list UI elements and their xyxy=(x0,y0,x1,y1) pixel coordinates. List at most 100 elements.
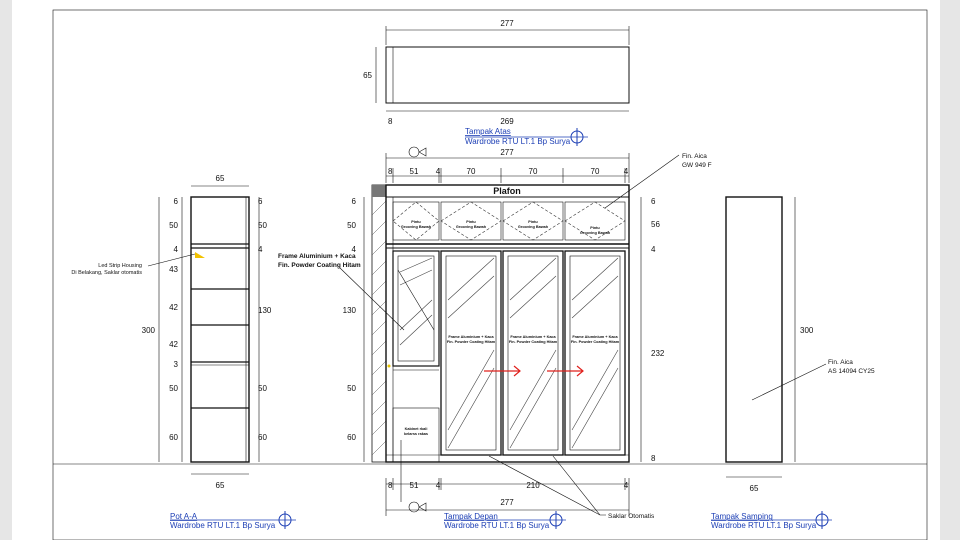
svg-text:70: 70 xyxy=(467,167,476,176)
callout-side-1: Fin. Aica xyxy=(828,359,853,366)
svg-text:130: 130 xyxy=(343,306,357,315)
dim-section-height: 300 xyxy=(142,326,156,335)
side-title: Tampak Samping xyxy=(711,512,773,521)
svg-text:Grooving Bawah: Grooving Bawah xyxy=(456,225,487,229)
callout-frame-2: Fin. Powder Coating Hitam xyxy=(278,262,361,269)
svg-text:51: 51 xyxy=(410,481,419,490)
side-subtitle: Wardrobe RTU LT.1 Bp Surya xyxy=(711,521,817,530)
svg-text:Frame Aluminium + Kaca: Frame Aluminium + Kaca xyxy=(448,335,494,339)
slide-arrow-icon xyxy=(484,365,584,377)
svg-text:60: 60 xyxy=(258,433,267,442)
front-subtitle: Wardrobe RTU LT.1 Bp Surya xyxy=(444,521,550,530)
dim-top-depth: 65 xyxy=(363,71,372,80)
svg-text:Fin. Powder Coating Hitam: Fin. Powder Coating Hitam xyxy=(447,340,496,344)
dim-front-total: 277 xyxy=(500,148,514,157)
svg-text:50: 50 xyxy=(347,384,356,393)
svg-text:Grooving Bawah: Grooving Bawah xyxy=(401,225,432,229)
svg-text:50: 50 xyxy=(169,384,178,393)
svg-text:Fin. Powder Coating Hitam: Fin. Powder Coating Hitam xyxy=(571,340,620,344)
svg-text:4: 4 xyxy=(624,167,629,176)
top-panels: Pintu Grooving Bawah Pintu Grooving Bawa… xyxy=(392,201,626,241)
svg-text:50: 50 xyxy=(347,221,356,230)
svg-text:8: 8 xyxy=(388,167,393,176)
detail-marker-icon xyxy=(408,146,420,158)
svg-text:Grooving Bawah: Grooving Bawah xyxy=(580,231,611,235)
svg-text:6: 6 xyxy=(174,197,179,206)
sliding-glass-doors: Frame Aluminium + Kaca Fin. Powder Coati… xyxy=(440,250,626,456)
callout-switch: Saklar Otomatis xyxy=(608,513,655,520)
svg-text:70: 70 xyxy=(591,167,600,176)
svg-text:56: 56 xyxy=(651,220,660,229)
front-view: Plafon Pintu Grooving Bawah Pintu Groovi… xyxy=(278,146,712,530)
svg-text:Pintu: Pintu xyxy=(590,226,600,230)
svg-text:4: 4 xyxy=(352,245,357,254)
drawing-canvas: 277 65 8 269 Tampak Atas Wardrobe RTU LT… xyxy=(52,9,928,540)
svg-text:Frame Aluminium + Kaca: Frame Aluminium + Kaca xyxy=(572,335,618,339)
svg-text:60: 60 xyxy=(169,433,178,442)
svg-text:Kabinet rkali: Kabinet rkali xyxy=(405,427,428,431)
wardrobe-front-outline xyxy=(385,184,630,463)
svg-text:65: 65 xyxy=(750,484,759,493)
wall-hatch xyxy=(371,184,387,463)
callout-side-2: AS 14094 CY25 xyxy=(828,368,875,375)
section-view: 65 300 6 50 4 43 42 42 3 50 60 6 50 4 13… xyxy=(71,174,296,530)
section-outline xyxy=(190,196,250,463)
svg-text:130: 130 xyxy=(258,306,272,315)
svg-text:50: 50 xyxy=(258,384,267,393)
drawing-sheet: 277 65 8 269 Tampak Atas Wardrobe RTU LT… xyxy=(12,0,940,540)
svg-text:4: 4 xyxy=(436,481,441,490)
svg-text:Pintu: Pintu xyxy=(466,220,476,224)
side-outline xyxy=(725,196,783,463)
svg-text:50: 50 xyxy=(169,221,178,230)
led-label-2: Di Belakang, Saklar otomatis xyxy=(71,270,142,276)
top-plan-subtitle: Wardrobe RTU LT.1 Bp Surya xyxy=(465,137,571,146)
svg-text:60: 60 xyxy=(347,433,356,442)
top-plan-outline xyxy=(385,46,630,104)
svg-text:42: 42 xyxy=(169,340,178,349)
svg-text:Pintu: Pintu xyxy=(528,220,538,224)
dim-top-side: 8 xyxy=(388,117,393,126)
small-glass-door: Kabinet rkali kelarss rakas xyxy=(387,250,440,502)
section-title: Pot A-A xyxy=(170,512,198,521)
dim-top-width: 277 xyxy=(500,19,514,28)
svg-text:4: 4 xyxy=(174,245,179,254)
svg-text:4: 4 xyxy=(651,245,656,254)
svg-text:65: 65 xyxy=(216,481,225,490)
svg-text:232: 232 xyxy=(651,349,665,358)
led-label-1: Led Strip Housing xyxy=(98,263,142,269)
svg-text:6: 6 xyxy=(651,197,656,206)
svg-text:6: 6 xyxy=(352,197,357,206)
svg-text:kelarss rakas: kelarss rakas xyxy=(404,432,428,436)
callout-aica-2: GW 949 F xyxy=(682,162,712,169)
svg-text:70: 70 xyxy=(529,167,538,176)
drawing-border xyxy=(52,9,928,540)
svg-text:42: 42 xyxy=(169,303,178,312)
callout-aica-1: Fin. Aica xyxy=(682,153,707,160)
svg-text:3: 3 xyxy=(174,360,179,369)
dim-top-inner: 269 xyxy=(500,117,514,126)
svg-text:Pintu: Pintu xyxy=(411,220,421,224)
svg-text:50: 50 xyxy=(258,221,267,230)
svg-text:4: 4 xyxy=(436,167,441,176)
svg-text:Fin. Powder Coating Hitam: Fin. Powder Coating Hitam xyxy=(509,340,558,344)
svg-text:6: 6 xyxy=(258,197,263,206)
svg-text:Frame Aluminium + Kaca: Frame Aluminium + Kaca xyxy=(510,335,556,339)
svg-text:4: 4 xyxy=(258,245,263,254)
callout-frame-1: Frame Aluminium + Kaca xyxy=(278,253,356,260)
top-plan-view: 277 65 8 269 Tampak Atas Wardrobe RTU LT… xyxy=(363,19,630,146)
top-plan-title: Tampak Atas xyxy=(465,127,511,136)
led-strip xyxy=(195,252,205,258)
plafon-label: Plafon xyxy=(493,186,521,196)
svg-text:65: 65 xyxy=(216,174,225,183)
dim-front-bottom-total: 277 xyxy=(500,498,514,507)
svg-text:43: 43 xyxy=(169,265,178,274)
dim-side-height: 300 xyxy=(800,326,814,335)
front-title: Tampak Depan xyxy=(444,512,498,521)
section-subtitle: Wardrobe RTU LT.1 Bp Surya xyxy=(170,521,276,530)
svg-text:Grooving Bawah: Grooving Bawah xyxy=(518,225,549,229)
svg-text:8: 8 xyxy=(388,481,393,490)
svg-text:4: 4 xyxy=(624,481,629,490)
svg-text:51: 51 xyxy=(410,167,419,176)
svg-text:210: 210 xyxy=(526,481,540,490)
